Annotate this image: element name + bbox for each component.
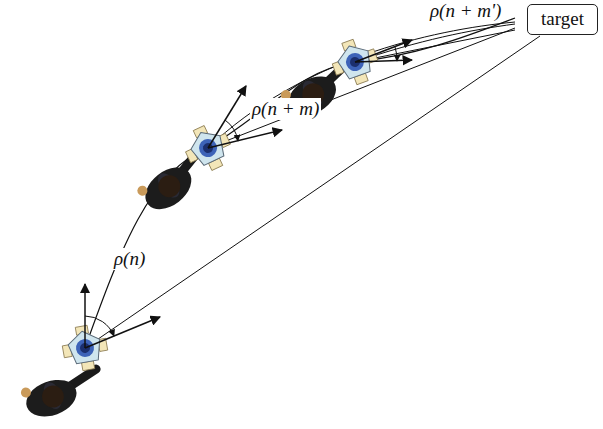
angle-label: ρ(n) xyxy=(112,248,147,270)
angle-label: ρ(n + m') xyxy=(428,0,503,22)
node-label: target xyxy=(541,9,584,30)
target-box: target xyxy=(527,4,598,35)
angle-label: ρ(n + m) xyxy=(250,98,321,120)
